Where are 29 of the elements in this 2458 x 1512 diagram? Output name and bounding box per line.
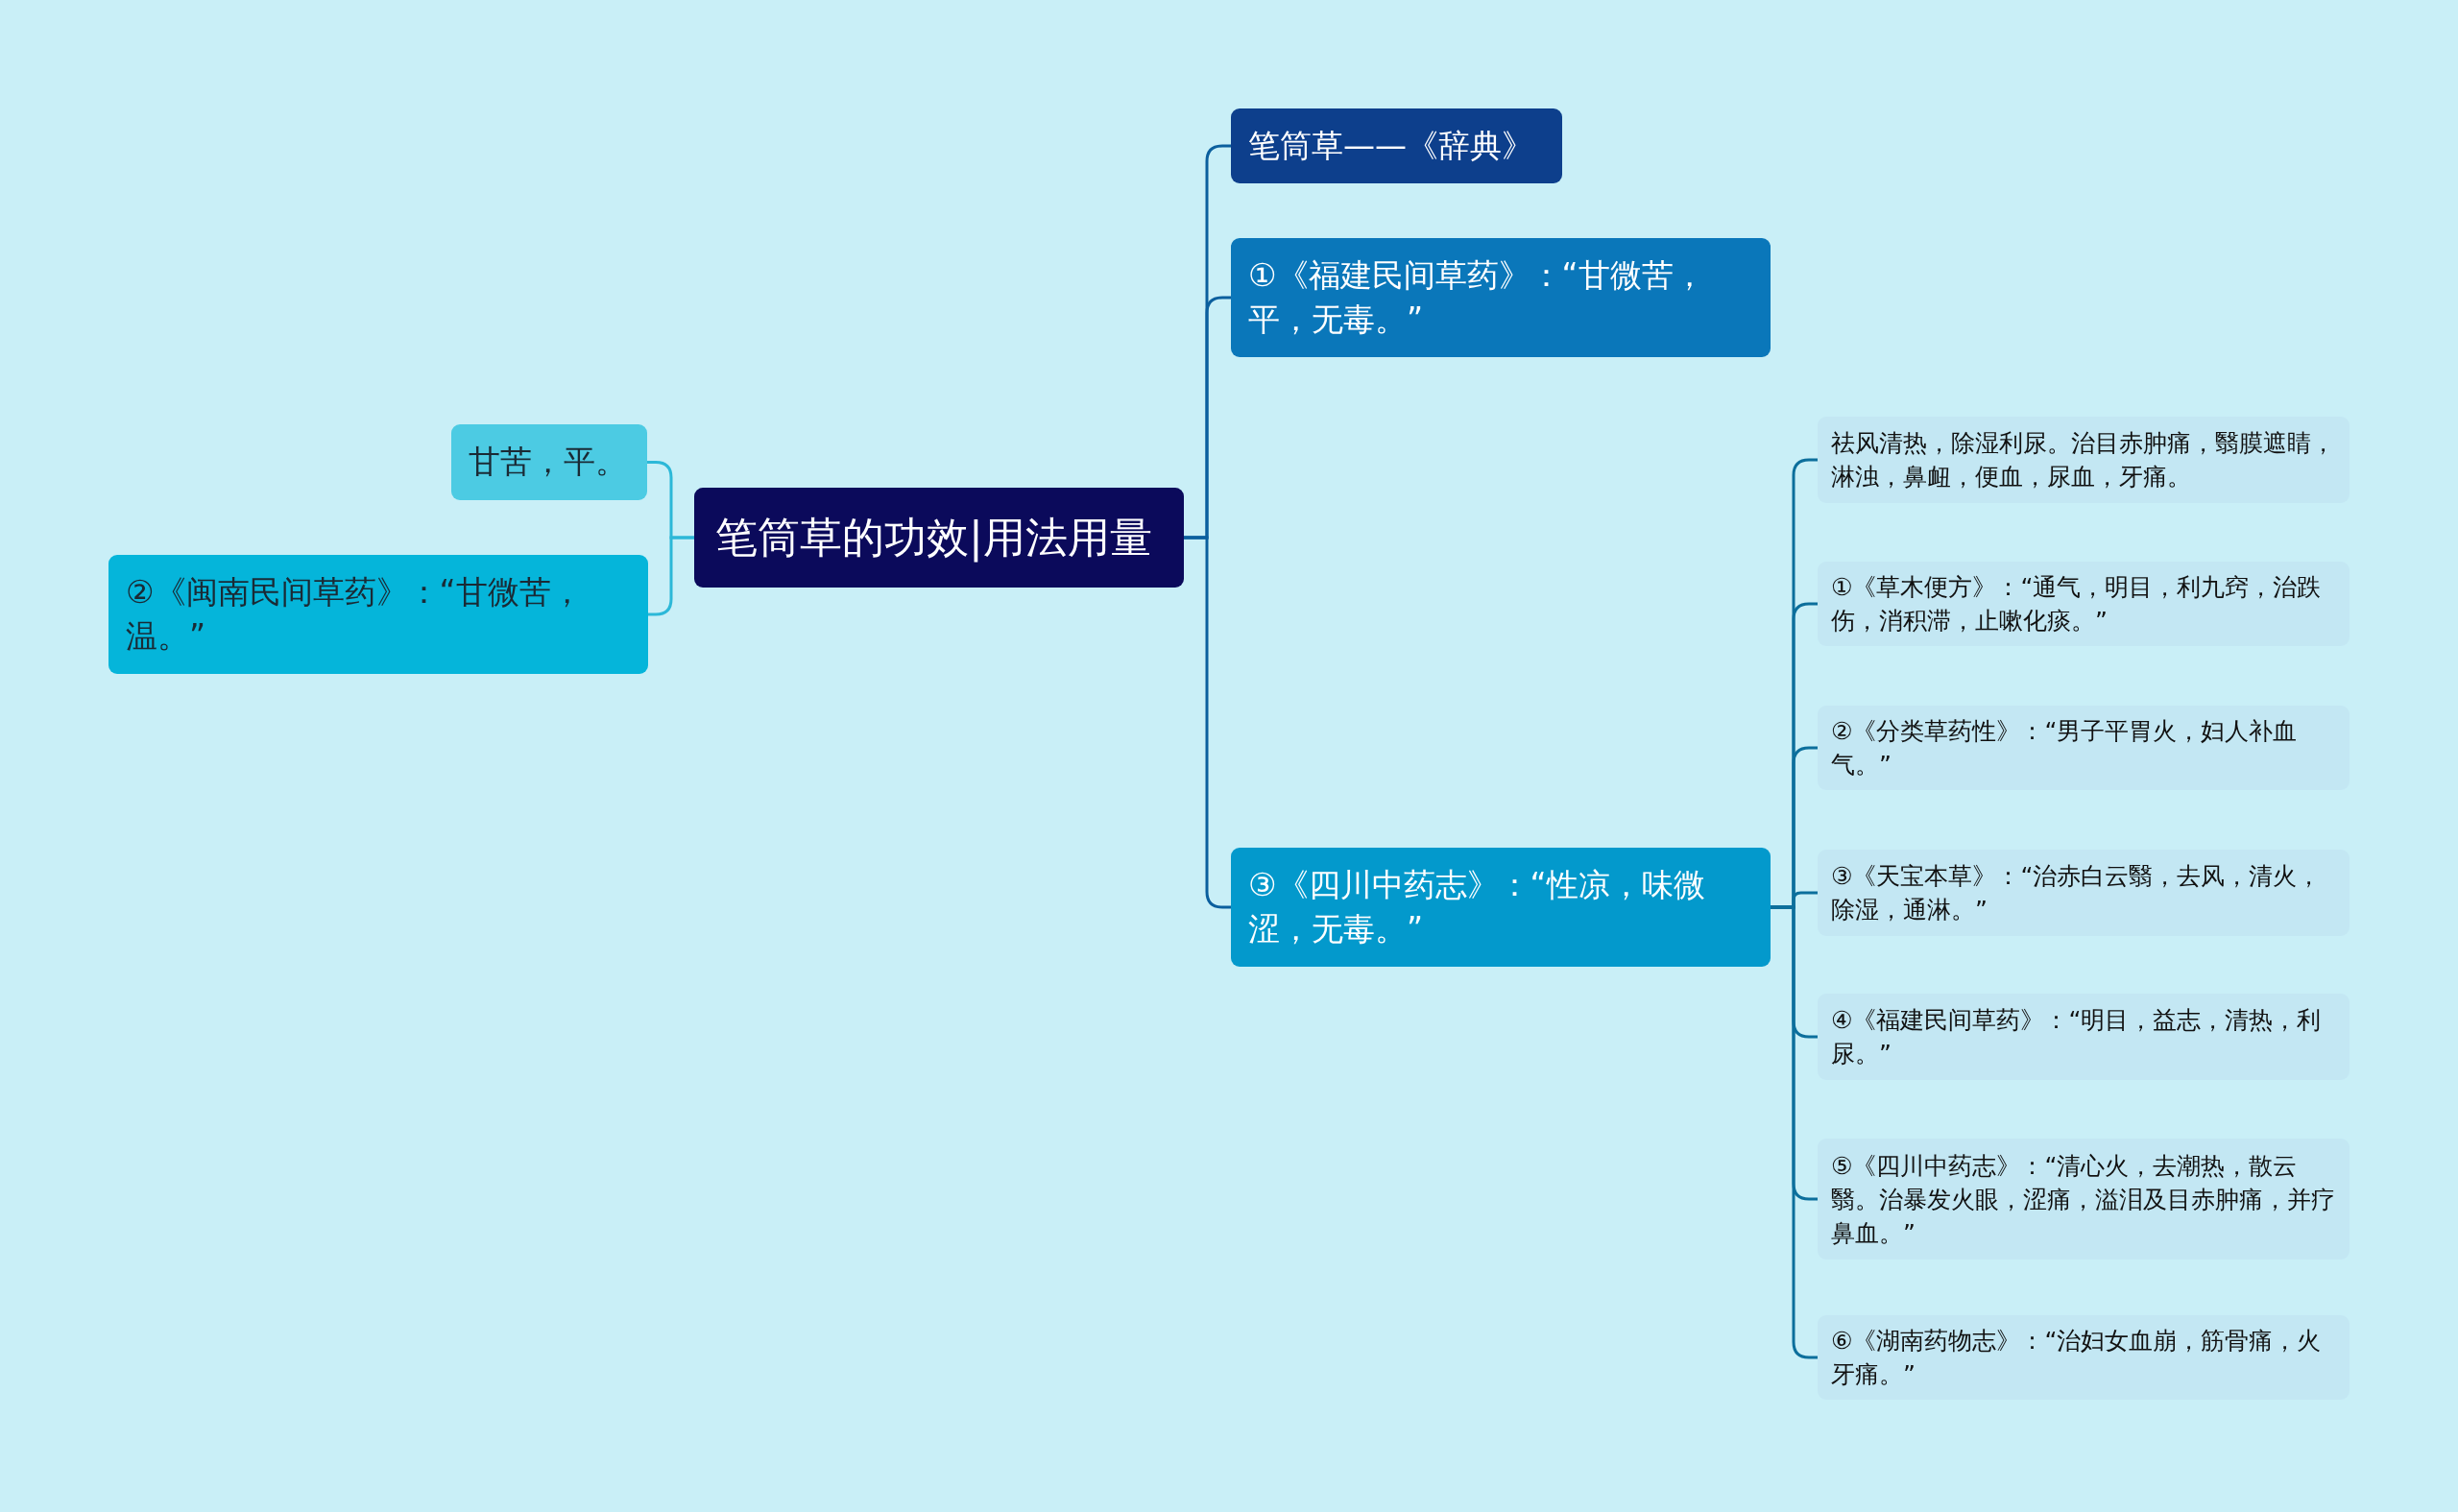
subtopic-box xyxy=(1818,850,2350,936)
topic-box xyxy=(1231,108,1562,183)
subtopic-box xyxy=(1818,1315,2350,1400)
topic-text: ②《闽南民间草药》：“甘微苦，温。” xyxy=(126,571,584,657)
subtopic-box xyxy=(1818,417,2350,503)
subtopic-box xyxy=(1818,562,2350,646)
subtopic-text: ①《草木便方》：“通气，明目，利九窍，治跌伤，消积滞，止嗽化痰。” xyxy=(1831,572,2323,636)
topic-box xyxy=(108,555,648,674)
connector-line xyxy=(1771,905,1818,1359)
topic-box xyxy=(1231,238,1771,357)
subtopic-box xyxy=(1818,706,2350,790)
subtopic-text: 祛风清热，除湿利尿。治目赤肿痛，翳膜遮睛，淋浊，鼻衄，便血，尿血，牙痛。 xyxy=(1831,428,2336,492)
central-topic-box xyxy=(694,488,1184,588)
subtopic-box xyxy=(1818,1139,2350,1260)
topic-text: ③《四川中药志》：“性凉，味微涩，无毒。” xyxy=(1248,864,1706,949)
subtopic-text: ⑤《四川中药志》：“清心火，去潮热，散云翳。治暴发火眼，涩痛，溢泪及目赤肿痛，并疗鼻血。” xyxy=(1831,1150,2336,1249)
topic-box xyxy=(1231,848,1771,967)
subtopic-text: ④《福建民间草药》：“明目，益志，清热，利尿。” xyxy=(1831,1005,2323,1069)
topic-text: ①《福建民间草药》：“甘微苦，平，无毒。” xyxy=(1248,254,1706,340)
topic-box xyxy=(451,424,647,500)
subtopic-text: ⑥《湖南药物志》：“治妇女血崩，筋骨痛，火牙痛。” xyxy=(1831,1326,2323,1390)
topic-text: 笔筒草——《辞典》 xyxy=(1248,125,1533,166)
subtopic-text: ③《天宝本草》：“治赤白云翳，去风，清火，除湿，通淋。” xyxy=(1831,861,2323,925)
central-topic-text: 笔筒草的功效|用法用量 xyxy=(715,512,1152,564)
subtopic-box xyxy=(1818,994,2350,1080)
topic-text: 甘苦，平。 xyxy=(469,442,627,483)
subtopic-text: ②《分类草药性》：“男子平胃火，妇人补血气。” xyxy=(1831,716,2299,780)
connector-line xyxy=(1184,536,1231,909)
connector-line xyxy=(648,536,694,616)
